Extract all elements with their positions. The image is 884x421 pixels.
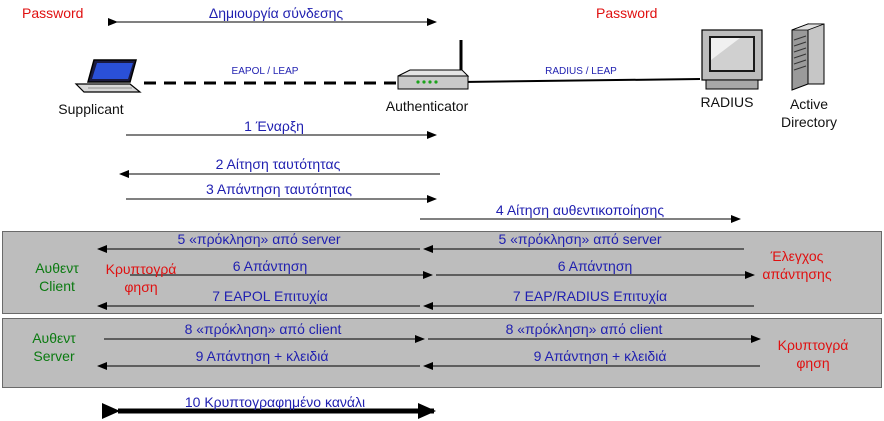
auth-server-label-line2: Server [33, 348, 75, 364]
auth-server-label-line1: Αυθεντ [32, 330, 76, 346]
challenge-band-client [2, 318, 882, 388]
encryption-label-right-line1: Κρυπτογρά [777, 337, 849, 353]
password-right-label: Password [596, 5, 658, 21]
step-6b-label: 6 Απάντηση [557, 258, 633, 274]
step-8a-label: 8 «πρόκληση» από client [184, 321, 342, 337]
step-4-label: 4 Αίτηση αυθεντικοποίησης [495, 202, 665, 218]
encryption-label-left-line1: Κρυπτογρά [105, 261, 177, 277]
radius-leap-label: RADIUS / LEAP [545, 66, 617, 77]
active-directory-label-line2: Directory [780, 114, 838, 130]
step-9b-label: 9 Απάντηση + κλειδιά [533, 348, 667, 364]
step-5b-label: 5 «πρόκληση» από server [498, 231, 662, 247]
step-3-label: 3 Απάντηση ταυτότητας [205, 181, 353, 197]
access-point-icon [397, 40, 470, 90]
active-directory-tower-icon [791, 23, 825, 91]
response-check-label-line2: απάντησης [762, 266, 832, 282]
step-7a-label: 7 EAPOL Επιτυχία [212, 288, 328, 304]
step-7b-label: 7 EAP/RADIUS Επιτυχία [512, 288, 668, 304]
step-1-label: 1 Έναρξη [244, 118, 304, 134]
auth-client-label-line1: Αυθεντ [35, 260, 79, 276]
password-left-label: Password [22, 5, 84, 21]
auth-client-label-line2: Client [39, 278, 75, 294]
connection-label: Δημιουργία σύνδεσης [208, 5, 344, 21]
encryption-label-left-line2: φηση [124, 279, 158, 295]
eapol-leap-label: EAPOL / LEAP [231, 66, 299, 77]
encryption-label-right-line2: φηση [796, 355, 830, 371]
laptop-icon [74, 59, 142, 93]
supplicant-label: Supplicant [58, 101, 124, 117]
step-6a-label: 6 Απάντηση [232, 258, 308, 274]
step-8b-label: 8 «πρόκληση» από client [505, 321, 663, 337]
step-10-label: 10 Κρυπτογραφημένο κανάλι [184, 394, 366, 410]
step-9a-label: 9 Απάντηση + κλειδιά [195, 348, 329, 364]
authenticator-label: Authenticator [385, 98, 469, 114]
response-check-label-line1: Έλεγχος [770, 248, 824, 264]
radius-server-icon [701, 29, 763, 90]
step-5a-label: 5 «πρόκληση» από server [177, 231, 341, 247]
step-2-label: 2 Αίτηση ταυτότητας [215, 156, 341, 172]
challenge-band-server [2, 231, 882, 314]
radius-link [461, 78, 701, 83]
active-directory-label-line1: Active [789, 96, 829, 112]
radius-label: RADIUS [700, 94, 754, 110]
